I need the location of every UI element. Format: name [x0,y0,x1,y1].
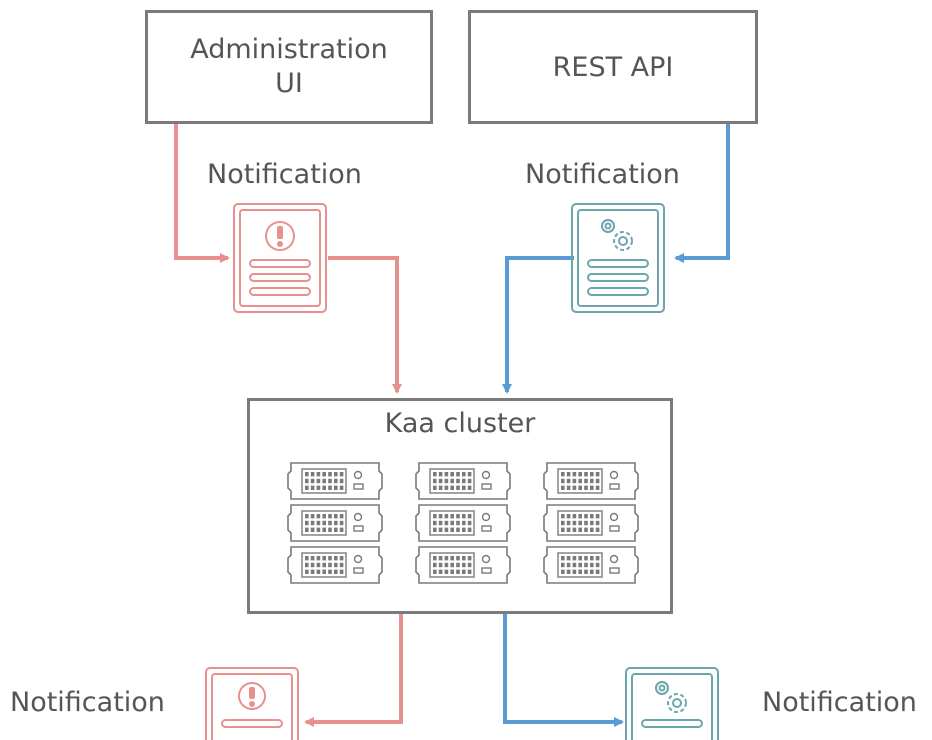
alert-document-icon [233,203,327,313]
edge-cluster-to-bottom-right [503,612,624,727]
server-rack-icon [543,504,639,542]
edge-notification-to-cluster-blue [502,256,574,394]
alert-document-icon [205,667,299,740]
server-rack-icon [415,546,511,584]
edge-rest-to-notification [674,122,730,263]
gear-document-icon [571,203,665,313]
edge-admin-to-notification [174,122,230,263]
notification-label-admin: Notification [207,159,362,190]
server-grid [287,462,639,584]
server-rack-icon [287,546,383,584]
server-rack-icon [415,504,511,542]
notification-label-bottom-left: Notification [10,687,165,718]
server-rack-icon [543,462,639,500]
notification-label-bottom-right: Notification [762,687,917,718]
admin-ui-label: Administration UI [190,34,388,99]
notification-label-rest: Notification [525,159,680,190]
kaa-cluster-box: Kaa cluster [247,398,673,614]
server-rack-icon [415,462,511,500]
admin-ui-box: Administration UI [145,10,433,124]
server-rack-icon [287,462,383,500]
kaa-cluster-label: Kaa cluster [384,408,536,439]
gear-document-icon [625,667,719,740]
rest-api-box: REST API [468,10,758,124]
edge-cluster-to-bottom-left [304,612,403,727]
server-rack-icon [287,504,383,542]
rest-api-label: REST API [552,52,674,83]
edge-notification-to-cluster-red [328,256,402,394]
server-rack-icon [543,546,639,584]
